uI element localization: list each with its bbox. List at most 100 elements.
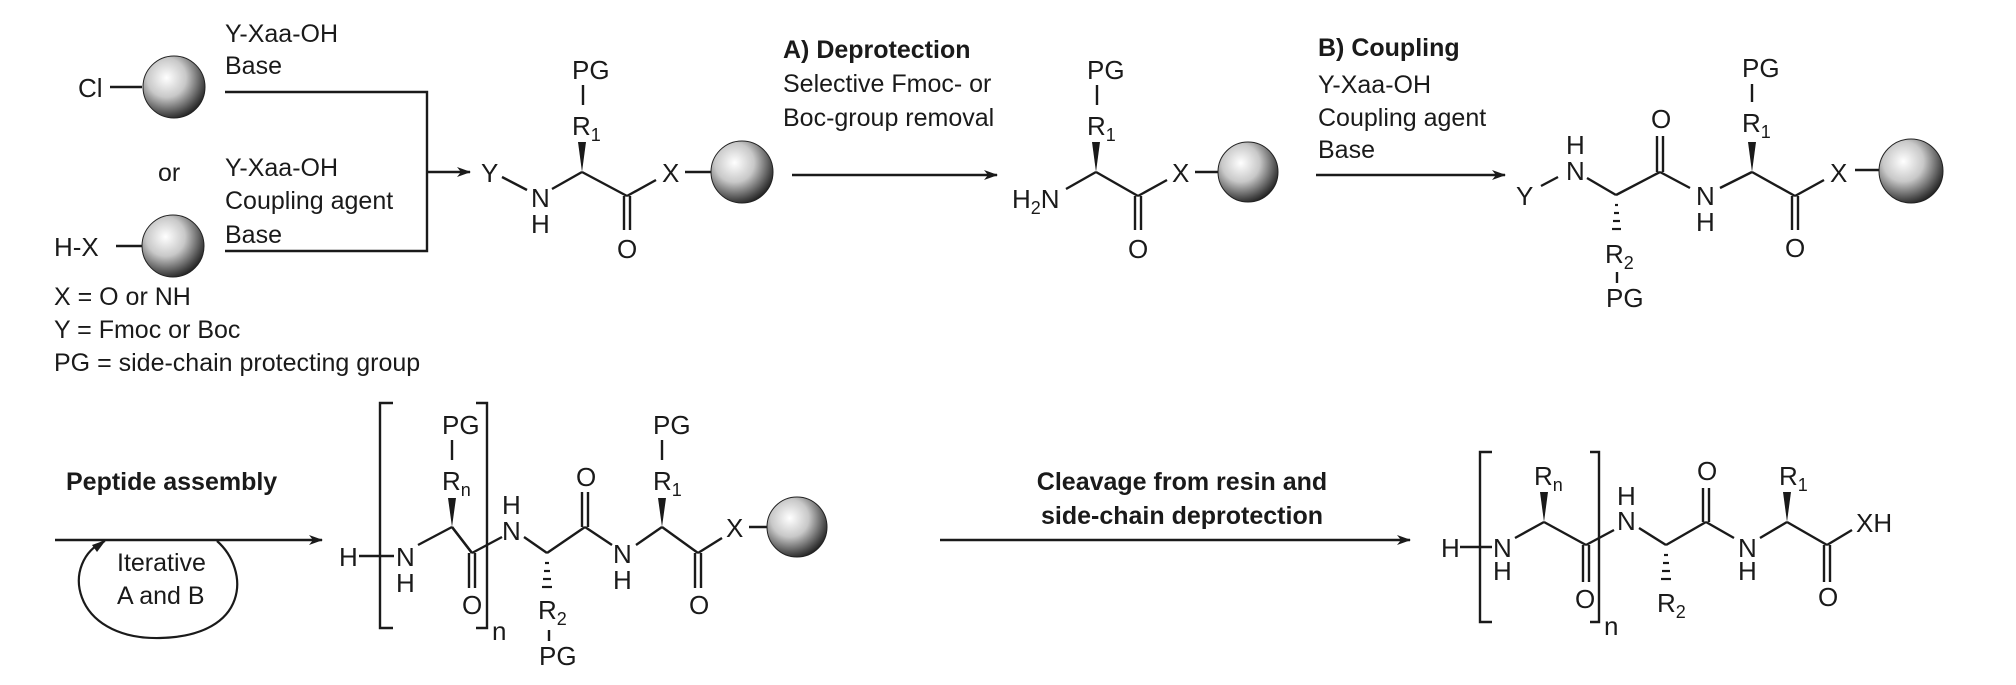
legend-y: Y = Fmoc or Boc — [54, 316, 240, 344]
bond — [1659, 170, 1691, 190]
bond — [471, 535, 503, 555]
atom-n: N — [531, 183, 550, 213]
bond — [1826, 528, 1853, 547]
resin-bead-icon — [710, 140, 774, 204]
atom-pg: PG — [539, 641, 577, 671]
atom-y: Y — [481, 158, 498, 188]
atom-h: H — [502, 490, 521, 520]
route1-base: Base — [225, 52, 282, 80]
atom-pg: PG — [572, 55, 610, 85]
iterative-cycle-loop — [77, 539, 239, 640]
bond — [1705, 520, 1735, 540]
atom-n: N — [1738, 533, 1757, 563]
bond — [1543, 520, 1587, 547]
wedge-bond — [1540, 492, 1548, 522]
atom-h: H — [1493, 556, 1512, 586]
atom-h: H — [531, 209, 550, 239]
step-a-condition: Selective Fmoc- or — [783, 70, 991, 98]
repeat-n: n — [1604, 611, 1618, 641]
bond — [551, 170, 583, 191]
resin-bead-icon — [1217, 141, 1279, 203]
dipeptide-structure: Y N H R2 PG O N H R1 PG O X — [1516, 53, 1944, 313]
route2-reagent: Y-Xaa-OH — [225, 154, 338, 182]
cycle-label: A and B — [117, 582, 205, 610]
bond — [1751, 170, 1796, 198]
resin-bead-icon — [1878, 138, 1944, 204]
cycle-arrowhead-icon — [92, 540, 106, 552]
atom-n: N — [1696, 181, 1715, 211]
atom-o: O — [576, 462, 596, 492]
atom-n: N — [396, 542, 415, 572]
resin-loading: Cl Y-Xaa-OH Base or Y-Xaa-OH Coupling ag… — [54, 20, 471, 377]
cleavage-title: Cleavage from resin and — [1037, 468, 1327, 496]
hashed-bond — [542, 561, 552, 589]
step-b-title: B) Coupling — [1318, 34, 1460, 62]
atom-o: O — [1128, 234, 1148, 264]
route2-base: Base — [225, 221, 282, 249]
bond — [1665, 520, 1707, 547]
bond — [1759, 520, 1788, 540]
atom-xh: XH — [1856, 508, 1892, 538]
resin-bead-icon — [141, 214, 205, 278]
bond — [661, 526, 699, 554]
atom-h: H — [1617, 481, 1636, 511]
step-a-deprotection: A) Deprotection Selective Fmoc- or Boc-g… — [783, 36, 998, 180]
loaded-amino-acid-structure: Y N H R1 PG O X — [481, 55, 774, 264]
atom-n: N — [1493, 533, 1512, 563]
bond — [1540, 175, 1559, 188]
svg-text:R2: R2 — [538, 595, 567, 629]
atom-x: X — [726, 513, 743, 543]
chloride-label: Cl — [78, 73, 103, 103]
wedge-bond — [448, 498, 456, 527]
atom-o: O — [617, 234, 637, 264]
atom-pg: PG — [442, 410, 480, 440]
atom-o: O — [1575, 584, 1595, 614]
atom-o: O — [1818, 582, 1838, 612]
atom-h: H — [613, 565, 632, 595]
atom-y: Y — [1516, 181, 1533, 211]
step-a-condition: Boc-group removal — [783, 104, 994, 132]
wedge-bond — [1092, 142, 1100, 172]
bond — [417, 525, 453, 547]
svg-text:R1: R1 — [1779, 461, 1808, 495]
legend-pg: PG = side-chain protecting group — [54, 349, 420, 377]
bond — [581, 170, 628, 198]
bracket-left — [378, 401, 393, 630]
svg-text:R1: R1 — [653, 466, 682, 500]
bond — [697, 536, 723, 555]
repeat-n: n — [492, 616, 506, 646]
route2-coupling-agent: Coupling agent — [225, 187, 393, 215]
bond — [1065, 170, 1097, 191]
resin-bead-icon — [766, 496, 828, 558]
hashed-bond — [1612, 203, 1621, 231]
bond — [584, 526, 613, 546]
legend-x: X = O or NH — [54, 283, 191, 311]
step-b-condition: Y-Xaa-OH — [1318, 71, 1431, 99]
peptide-assembly-step: Peptide assembly Iterative A and B — [55, 468, 323, 640]
atom-n: N — [1566, 156, 1585, 186]
svg-text:R2: R2 — [1605, 239, 1634, 273]
or-label: or — [158, 159, 180, 187]
free-peptide-structure: H N H Rn O n N H R2 O N H R1 — [1441, 450, 1892, 641]
atom-h: H — [1441, 533, 1460, 563]
bond — [523, 536, 548, 554]
wedge-bond — [1748, 142, 1756, 172]
bracket-right — [476, 401, 489, 630]
wedge-bond — [578, 142, 586, 172]
atom-h: H — [1566, 130, 1585, 160]
bond — [1794, 178, 1825, 198]
cleavage-step: Cleavage from resin and side-chain depro… — [940, 468, 1411, 545]
route1-reagent: Y-Xaa-OH — [225, 20, 338, 48]
atom-n: N — [613, 539, 632, 569]
atom-pg: PG — [653, 410, 691, 440]
svg-text:Rn: Rn — [442, 466, 471, 500]
atom-o: O — [1785, 233, 1805, 263]
atom-x: X — [1830, 158, 1847, 188]
atom-o: O — [1697, 456, 1717, 486]
atom-pg: PG — [1087, 55, 1125, 85]
svg-text:R1: R1 — [1087, 111, 1116, 145]
bracket-left — [1478, 450, 1492, 624]
atom-n: N — [502, 516, 521, 546]
cleavage-title: side-chain deprotection — [1041, 502, 1323, 530]
